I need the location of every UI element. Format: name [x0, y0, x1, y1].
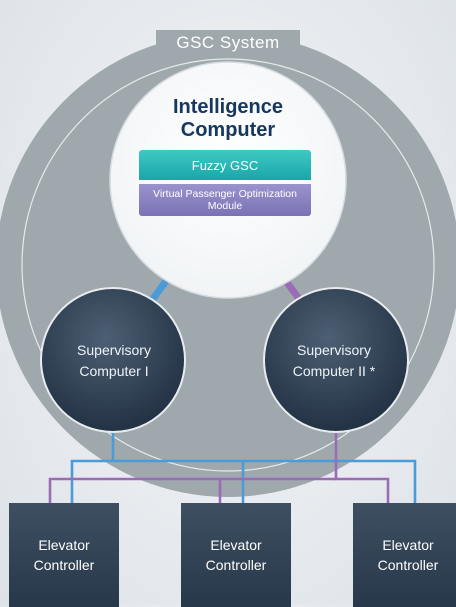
elevator-controller-1-line1: Elevator [38, 537, 90, 553]
intelligence-computer-title-line1: Intelligence [172, 96, 284, 118]
supervisory-computer-2-circle [263, 287, 409, 433]
elevator-controller-1-line2: Controller [33, 557, 95, 573]
intelligence-computer-circle [109, 61, 347, 299]
elevator-controller-3-line2: Controller [377, 557, 439, 573]
supervisory-computer-1-line2: Computer I [79, 363, 149, 379]
module-virtual-passenger-optimization: Virtual Passenger Optimization Module [139, 184, 311, 216]
elevator-controller-1: Elevator Controller [9, 503, 119, 607]
supervisory-computer-2-line1: Supervisory [297, 342, 371, 358]
elevator-controller-3: Elevator Controller [353, 503, 456, 607]
module-fuzzy-gsc: Fuzzy GSC [139, 150, 311, 180]
supervisory-computer-1-circle [40, 287, 186, 433]
elevator-controller-2: Elevator Controller [181, 503, 291, 607]
gsc-system-inner-line [21, 58, 435, 472]
intelligence-computer-title-line2: Computer [180, 119, 276, 141]
supervisory-computer-2-line2: Computer II * [292, 363, 376, 379]
elevator-controller-2-line1: Elevator [210, 537, 262, 553]
supervisory-computer-1-label: Supervisory Computer I [44, 340, 184, 382]
elevator-controller-3-line1: Elevator [382, 537, 434, 553]
supervisory-computer-2-label: Supervisory Computer II * [264, 340, 404, 382]
intelligence-computer-title: Intelligence Computer [150, 96, 306, 142]
supervisory-computer-1-line1: Supervisory [77, 342, 151, 358]
controller-wiring [48, 420, 417, 506]
gsc-system-title: GSC System [156, 30, 300, 56]
elevator-controller-2-line2: Controller [205, 557, 267, 573]
